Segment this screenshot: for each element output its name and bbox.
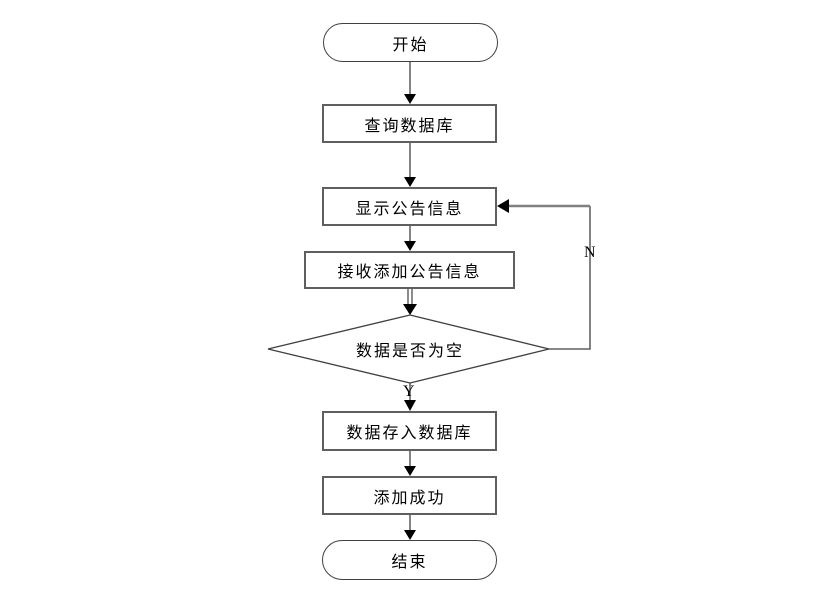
- arrowhead-query-display: [404, 177, 416, 187]
- arrowhead-store-success: [404, 466, 416, 476]
- arrowhead-display-receive: [404, 241, 416, 251]
- yes-branch-label: Y: [403, 383, 415, 400]
- arrowhead-loop-display: [497, 199, 509, 213]
- decision-empty-label: 数据是否为空: [355, 343, 464, 360]
- receive-announcement-node: 接收添加公告信息: [304, 251, 515, 289]
- arrowhead-start-query: [404, 94, 416, 104]
- start-node: 开始: [323, 23, 498, 62]
- arrowhead-success-end: [404, 530, 416, 540]
- query-database-node: 查询数据库: [322, 104, 497, 143]
- arrowhead-receive-decision: [403, 304, 417, 315]
- no-branch-label: N: [584, 244, 596, 261]
- display-announcement-node: 显示公告信息: [322, 187, 497, 226]
- end-node: 结束: [322, 540, 497, 580]
- add-success-node: 添加成功: [322, 476, 497, 515]
- edge-decision-loop-vertical: [549, 206, 591, 350]
- arrowhead-decision-store: [404, 400, 416, 411]
- store-database-node: 数据存入数据库: [322, 411, 497, 451]
